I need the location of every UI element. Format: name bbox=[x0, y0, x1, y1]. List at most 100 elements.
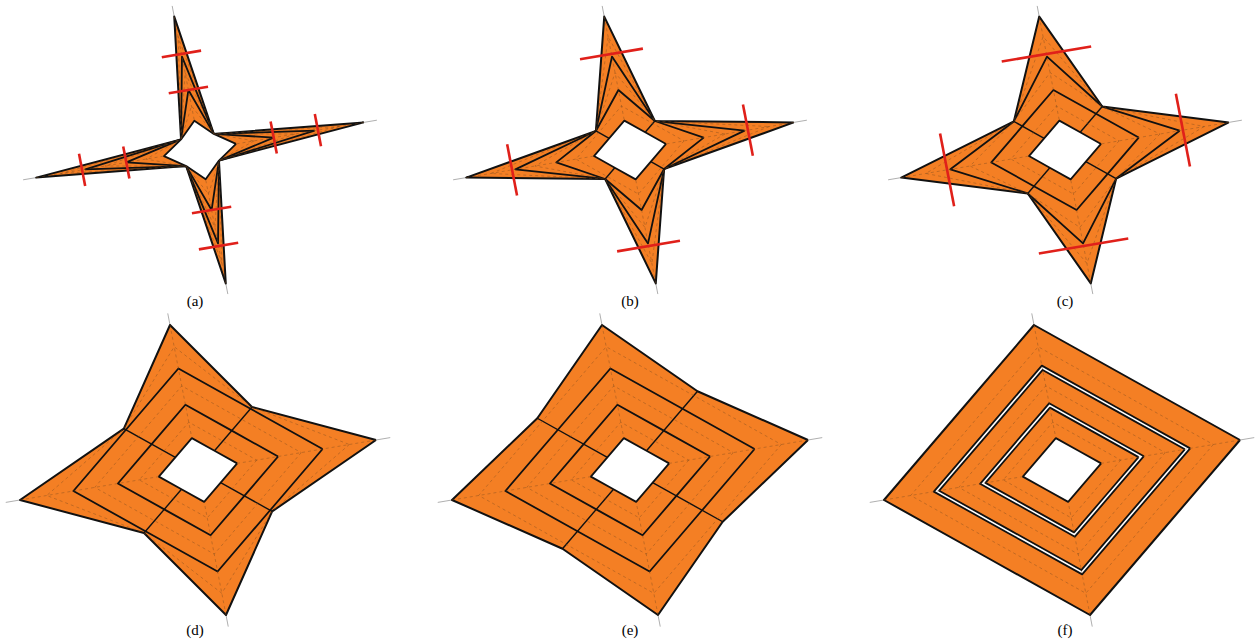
cut-mark bbox=[1002, 46, 1091, 61]
dashed-crease bbox=[1003, 422, 1120, 518]
fold-band bbox=[594, 121, 666, 180]
fold-band bbox=[1029, 121, 1101, 180]
fold-crease bbox=[144, 489, 182, 533]
dashed-crease bbox=[491, 37, 769, 264]
fold-crease bbox=[596, 131, 609, 138]
dashed-crease bbox=[571, 422, 688, 518]
fold-band bbox=[985, 408, 1138, 533]
dashed-crease bbox=[466, 156, 594, 178]
fold-band bbox=[950, 57, 1179, 244]
dashed-crease bbox=[636, 502, 658, 615]
dashed-crease bbox=[1034, 325, 1056, 438]
dashed-crease bbox=[576, 106, 684, 194]
dashed-crease bbox=[970, 73, 1160, 228]
cut-mark bbox=[79, 154, 85, 186]
fold-crease bbox=[215, 407, 253, 451]
dashed-crease bbox=[146, 106, 254, 194]
dashed-crease bbox=[105, 73, 295, 228]
fold-band bbox=[515, 57, 744, 244]
panel-label: (a) bbox=[187, 293, 204, 310]
fold-band bbox=[934, 366, 1190, 575]
cut-mark bbox=[199, 243, 238, 250]
cut-mark bbox=[1176, 94, 1190, 167]
fold-band bbox=[591, 438, 669, 502]
cut-mark bbox=[315, 114, 321, 146]
fold-band bbox=[550, 405, 710, 536]
folded-pattern bbox=[23, 6, 377, 294]
fold-band bbox=[901, 17, 1229, 284]
fold-crease bbox=[647, 391, 698, 451]
panel-label: (d) bbox=[186, 622, 204, 639]
dashed-crease bbox=[1011, 106, 1119, 194]
fold-band bbox=[20, 325, 376, 615]
fold-band bbox=[85, 57, 314, 244]
folded-pattern bbox=[6, 313, 390, 626]
dashed-crease bbox=[47, 347, 350, 594]
folded-pattern bbox=[453, 6, 807, 294]
dashed-crease bbox=[174, 17, 194, 121]
dashed-crease bbox=[911, 347, 1214, 594]
fold-band bbox=[991, 90, 1138, 210]
cut-mark bbox=[617, 241, 680, 252]
fold-crease bbox=[1014, 121, 1044, 138]
dashed-crease bbox=[527, 386, 733, 554]
dashed-crease bbox=[1071, 179, 1091, 283]
cut-mark bbox=[162, 51, 201, 58]
dashed-crease bbox=[884, 477, 1023, 500]
fold-crease bbox=[221, 483, 273, 512]
dashed-crease bbox=[20, 477, 159, 500]
fold-band bbox=[36, 17, 364, 284]
dashed-crease bbox=[204, 502, 226, 615]
dashed-crease bbox=[236, 122, 364, 144]
dashed-crease bbox=[901, 156, 1029, 178]
fold-crease bbox=[1086, 162, 1116, 179]
cut-mark bbox=[1039, 239, 1128, 254]
dashed-crease bbox=[452, 477, 591, 500]
fold-crease bbox=[651, 162, 664, 169]
fold-band bbox=[118, 405, 278, 536]
fold-band bbox=[452, 325, 808, 615]
fold-band bbox=[980, 403, 1144, 536]
cut-mark bbox=[192, 207, 231, 214]
fold-band bbox=[466, 17, 794, 284]
dashed-crease bbox=[1101, 440, 1240, 463]
fold-band bbox=[556, 90, 703, 210]
panel-label: (e) bbox=[622, 622, 639, 639]
cut-mark bbox=[123, 146, 129, 178]
cut-mark bbox=[580, 49, 643, 60]
cut-mark bbox=[940, 133, 954, 206]
fold-crease bbox=[645, 121, 655, 132]
dashed-crease bbox=[926, 37, 1204, 264]
dashed-crease bbox=[959, 386, 1165, 554]
fold-band bbox=[126, 90, 273, 210]
fold-crease bbox=[124, 429, 176, 458]
dashed-crease bbox=[669, 440, 808, 463]
fold-band bbox=[164, 121, 236, 180]
dashed-crease bbox=[170, 325, 192, 438]
dashed-crease bbox=[61, 37, 339, 264]
folded-pattern bbox=[870, 313, 1254, 626]
panel-label: (f) bbox=[1058, 622, 1073, 639]
dashed-crease bbox=[1068, 502, 1090, 615]
dashed-crease bbox=[666, 122, 794, 144]
fold-crease bbox=[563, 489, 614, 549]
dashed-crease bbox=[602, 325, 624, 438]
dashed-crease bbox=[1039, 17, 1059, 121]
fold-band bbox=[159, 438, 237, 502]
dashed-crease bbox=[95, 386, 301, 554]
fold-crease bbox=[605, 168, 615, 179]
dashed-crease bbox=[1101, 122, 1229, 144]
folded-pattern bbox=[888, 6, 1242, 294]
fold-band bbox=[505, 369, 754, 572]
fold-crease bbox=[653, 483, 723, 522]
dashed-crease bbox=[535, 73, 725, 228]
cut-mark bbox=[271, 122, 277, 154]
fold-band bbox=[939, 370, 1185, 570]
fold-crease bbox=[1028, 168, 1050, 194]
dashed-crease bbox=[636, 179, 656, 283]
panel-label: (b) bbox=[621, 293, 639, 310]
dashed-crease bbox=[36, 156, 164, 178]
cut-mark bbox=[507, 144, 517, 195]
